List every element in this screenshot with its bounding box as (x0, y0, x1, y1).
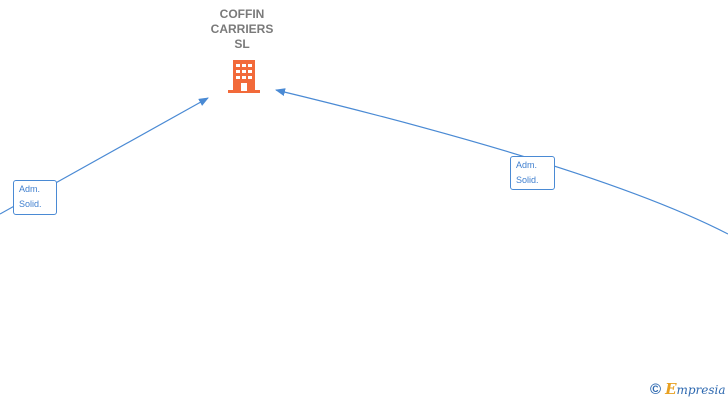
company-name-line-3: SL (234, 37, 250, 51)
company-name-line-1: COFFIN (219, 7, 265, 21)
brand-initial: E (665, 380, 677, 398)
copyright-notice: © Empresia (650, 379, 726, 399)
relation-label-left-line-2: Solid. (19, 199, 42, 209)
relation-label-left-line-1: Adm. (19, 184, 41, 194)
brand-logo[interactable]: Empresia (665, 380, 726, 398)
relation-label-right-line-1: Adm. (516, 160, 538, 170)
relation-label-right-line-2: Solid. (516, 175, 539, 185)
relation-label-left[interactable]: Adm. Solid. (13, 180, 57, 215)
building-icon[interactable] (228, 58, 260, 94)
company-name-line-2: CARRIERS (210, 22, 274, 36)
brand-rest: mpresia (676, 383, 726, 397)
company-name[interactable]: COFFIN CARRIERS SL (191, 7, 293, 52)
edge-right (275, 88, 728, 235)
relation-label-right[interactable]: Adm. Solid. (510, 156, 555, 190)
copyright-icon: © (650, 380, 662, 398)
